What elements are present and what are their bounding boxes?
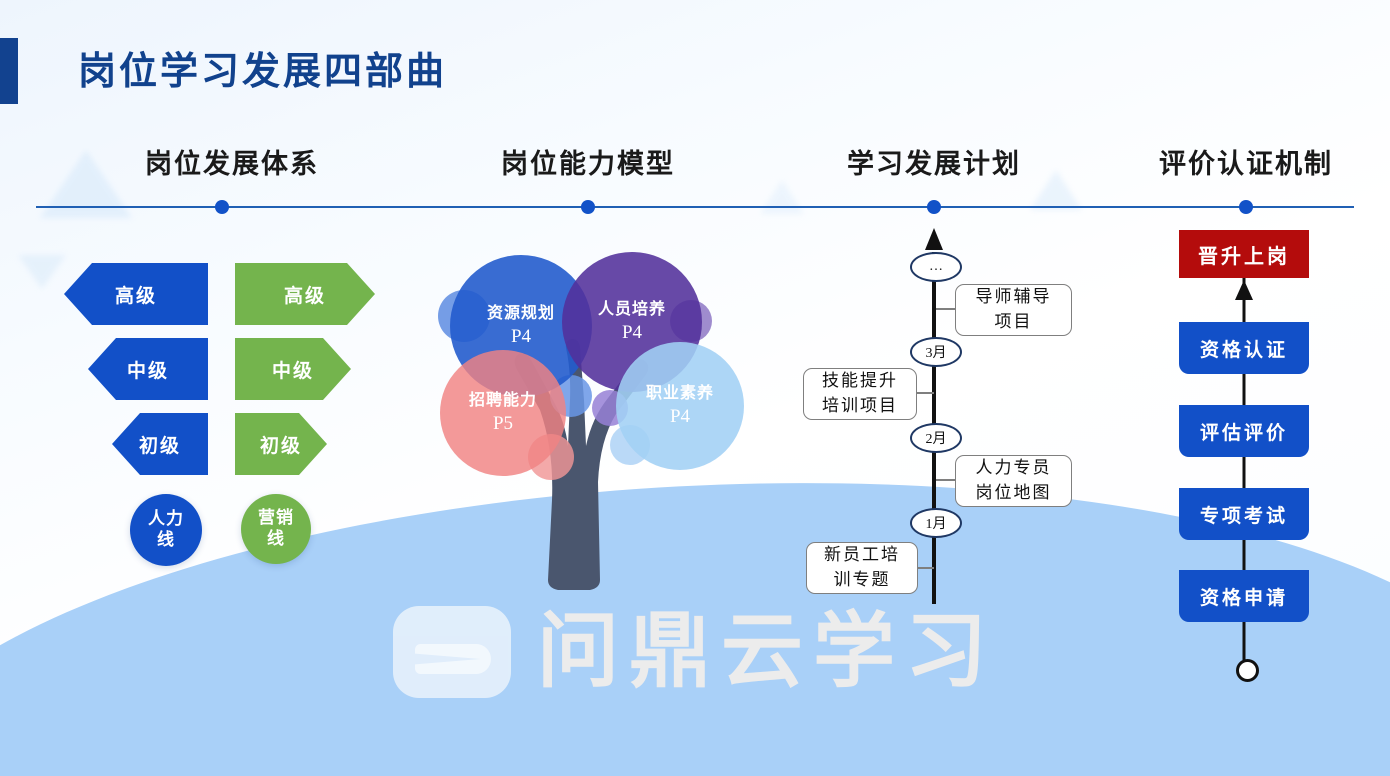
timeline-stub-2	[936, 479, 958, 481]
phase-rail	[36, 206, 1354, 208]
capability-code: P5	[492, 412, 514, 434]
blue-level-middle[interactable]: 中级	[88, 338, 208, 400]
certification-promotion[interactable]: 晋升上岗	[1179, 230, 1309, 278]
timeline-milestone-jan[interactable]: 1月	[910, 508, 962, 538]
capability-code: P4	[621, 321, 643, 343]
track-badge-marketing-line2: 线	[267, 529, 285, 549]
capability-code: P4	[669, 405, 691, 427]
section-heading-2: 岗位能力模型	[501, 149, 675, 180]
track-badge-hr-line1: 人力	[148, 508, 184, 529]
page-title: 岗位学习发展四部曲	[78, 49, 448, 93]
decor-triangle-4	[760, 180, 804, 214]
section-heading-4: 评价认证机制	[1159, 149, 1333, 180]
timeline-card-skill-training[interactable]: 技能提升 培训项目	[803, 368, 917, 420]
capability-bubble-professionalism[interactable]: 职业素养 P4	[616, 342, 744, 470]
timeline-stub-1	[912, 567, 934, 569]
phase-dot-4[interactable]	[1239, 200, 1253, 214]
decor-triangle-3	[1030, 170, 1082, 210]
timeline-milestone-feb[interactable]: 2月	[910, 423, 962, 453]
timeline-card-new-hire[interactable]: 新员工培 训专题	[806, 542, 918, 594]
title-accent-bar	[0, 38, 18, 104]
decor-triangle-2	[18, 255, 66, 289]
certification-step-exam[interactable]: 专项考试	[1179, 488, 1309, 540]
section-heading-1: 岗位发展体系	[145, 149, 319, 180]
certification-arrow-icon	[1235, 280, 1253, 300]
capability-bubble-recruiting[interactable]: 招聘能力 P5	[440, 350, 566, 476]
timeline-card-line2: 训专题	[833, 570, 891, 590]
timeline-card-job-map[interactable]: 人力专员 岗位地图	[955, 455, 1072, 507]
timeline-card-line1: 技能提升	[822, 371, 898, 392]
certification-step-evaluation[interactable]: 评估评价	[1179, 405, 1309, 457]
green-level-junior[interactable]: 初级	[235, 413, 327, 475]
competency-tree: 资源规划 P4 人员培养 P4 职业素养 P4 招聘能力 P5	[420, 250, 770, 610]
track-badge-hr[interactable]: 人力 线	[130, 494, 202, 566]
certification-axis	[1242, 260, 1246, 670]
timeline-card-line1: 导师辅导	[975, 287, 1052, 308]
timeline-stub-3	[912, 392, 934, 394]
timeline-card-mentor[interactable]: 导师辅导 项目	[955, 284, 1072, 336]
certification-step-application[interactable]: 资格申请	[1179, 570, 1309, 622]
capability-label: 招聘能力	[468, 390, 537, 410]
track-badge-marketing-line1: 营销	[258, 507, 294, 528]
timeline-stub-4	[936, 308, 958, 310]
capability-label: 人员培养	[597, 299, 666, 319]
timeline-card-line2: 项目	[994, 312, 1033, 332]
timeline-card-line2: 培训项目	[822, 396, 898, 416]
timeline-card-line1: 新员工培	[824, 545, 900, 566]
blue-level-junior[interactable]: 初级	[112, 413, 208, 475]
certification-start-node	[1235, 659, 1259, 682]
timeline-milestone-mar[interactable]: 3月	[910, 337, 962, 367]
capability-label: 职业素养	[645, 383, 714, 403]
green-level-senior[interactable]: 高级	[235, 263, 375, 325]
phase-dot-2[interactable]	[581, 200, 595, 214]
phase-dot-1[interactable]	[215, 200, 229, 214]
timeline-card-line2: 岗位地图	[975, 483, 1052, 503]
capability-code: P4	[510, 325, 532, 347]
timeline-arrow-icon	[925, 228, 943, 250]
green-level-middle[interactable]: 中级	[235, 338, 351, 400]
timeline-card-line1: 人力专员	[975, 458, 1052, 479]
timeline-milestone-more[interactable]: …	[910, 252, 962, 282]
section-heading-3: 学习发展计划	[847, 149, 1021, 180]
track-badge-marketing[interactable]: 营销 线	[241, 494, 311, 564]
phase-dot-3[interactable]	[927, 200, 941, 214]
blue-level-senior[interactable]: 高级	[64, 263, 208, 325]
track-badge-hr-line2: 线	[157, 530, 175, 550]
capability-label: 资源规划	[486, 303, 555, 323]
certification-step-qualification[interactable]: 资格认证	[1179, 322, 1309, 374]
